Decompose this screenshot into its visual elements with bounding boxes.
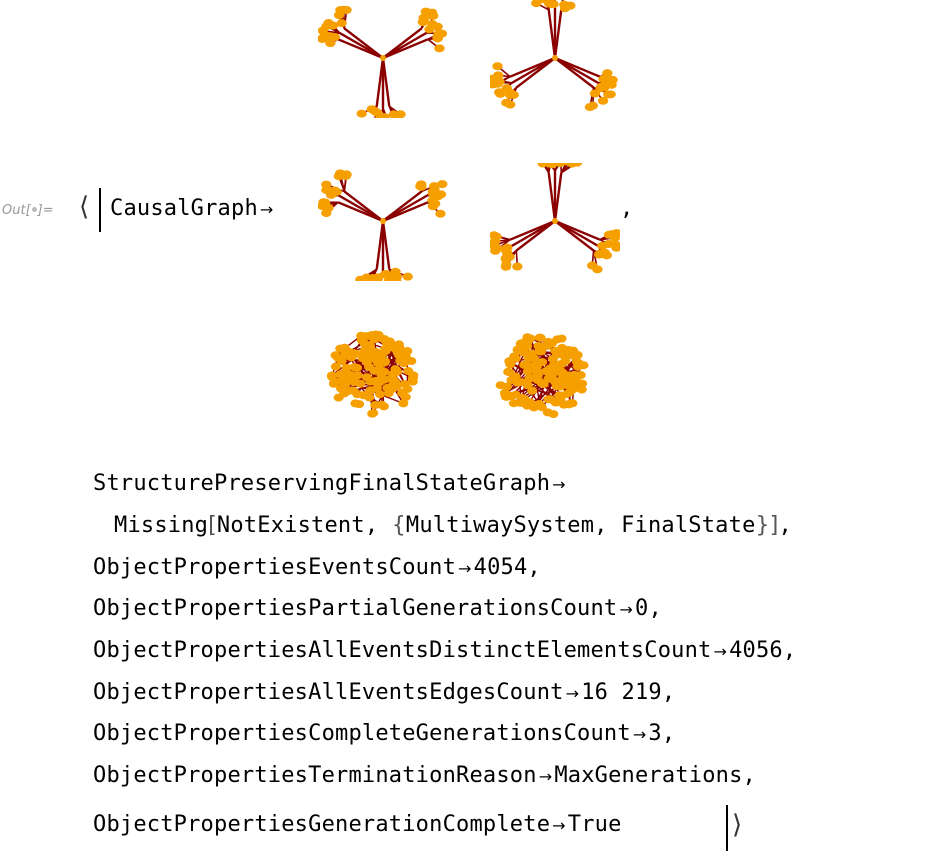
causal-graph-thumbnail-6[interactable] (488, 325, 598, 427)
association-close-bracket: ⟩ (732, 810, 743, 840)
missing-arg-3: FinalState (621, 513, 756, 538)
property-value: 4054 (473, 555, 528, 580)
property-edges-count: ObjectPropertiesAllEventsEdgesCount→16 2… (93, 680, 675, 705)
triskelion-graph-icon (318, 169, 448, 281)
property-key: ObjectPropertiesEventsCount (93, 555, 457, 580)
right-bracket: ] (769, 513, 779, 538)
rule-arrow: → (713, 642, 728, 661)
output-label: Out[ ]= (2, 203, 54, 218)
dense-cluster-graph-icon (326, 330, 419, 418)
comma: , (661, 680, 676, 705)
property-value: 0 (634, 596, 649, 621)
causal-graph-rule: CausalGraph→ (110, 196, 276, 221)
association-left-bar (99, 188, 101, 232)
causal-graph-thumbnail-2[interactable] (490, 0, 620, 118)
property-key: ObjectPropertiesAllEventsDistinctElement… (93, 638, 712, 663)
property-key: ObjectPropertiesAllEventsEdgesCount (93, 680, 564, 705)
comma: , (778, 513, 792, 538)
property-key: ObjectPropertiesCompleteGenerationsCount (93, 721, 631, 746)
missing-arg-2: MultiwaySystem, (405, 513, 608, 538)
property-generation-complete: ObjectPropertiesGenerationComplete→True (93, 812, 622, 837)
triskelion-graph-icon (490, 0, 618, 112)
property-missing-value: Missing[NotExistent, {MultiwaySystem, Fi… (114, 513, 792, 538)
rule-arrow: → (552, 816, 566, 835)
property-events-count: ObjectPropertiesEventsCount→4054, (93, 555, 541, 580)
cell-dot-icon (31, 207, 37, 212)
property-distinct-elements-count: ObjectPropertiesAllEventsDistinctElement… (93, 638, 796, 663)
property-key: StructurePreservingFinalStateGraph (93, 471, 551, 496)
comma: , (742, 763, 756, 788)
right-brace: } (755, 513, 770, 538)
property-value: 3 (648, 721, 662, 746)
property-key: ObjectPropertiesTerminationReason (93, 763, 537, 788)
causal-graph-comma: , (620, 196, 634, 221)
causal-graph-thumbnail-5[interactable] (318, 325, 428, 427)
property-value: 16 219 (581, 680, 662, 705)
property-key: ObjectPropertiesPartialGenerationsCount (93, 596, 618, 621)
property-structure-preserving: StructurePreservingFinalStateGraph→ (93, 471, 568, 496)
comma: , (782, 638, 797, 663)
rule-arrow: → (619, 600, 633, 619)
property-partial-generations-count: ObjectPropertiesPartialGenerationsCount→… (93, 596, 662, 621)
rule-arrow: → (552, 475, 566, 494)
causal-graph-thumbnail-3[interactable] (318, 163, 448, 281)
missing-head: Missing (114, 513, 209, 538)
triskelion-graph-icon (318, 5, 448, 118)
comma: , (648, 596, 662, 621)
rule-arrow: → (259, 200, 274, 219)
missing-arg-1: NotExistent, (216, 513, 379, 538)
property-complete-generations-count: ObjectPropertiesCompleteGenerationsCount… (93, 721, 675, 746)
property-value: MaxGenerations (554, 763, 743, 788)
causal-graph-thumbnail-4[interactable] (490, 163, 620, 281)
property-termination-reason: ObjectPropertiesTerminationReason→MaxGen… (93, 763, 756, 788)
property-value: True (567, 812, 622, 837)
rule-arrow: → (538, 767, 553, 786)
left-brace: { (391, 513, 406, 538)
comma: , (661, 721, 676, 746)
causal-graph-thumbnail-1[interactable] (318, 0, 448, 118)
property-value: 4056 (729, 638, 783, 663)
output-label-suffix: ]= (37, 203, 54, 218)
comma: , (527, 555, 541, 580)
rule-arrow: → (632, 725, 647, 744)
dense-cluster-graph-icon (495, 333, 589, 419)
rule-arrow: → (458, 559, 472, 578)
output-label-prefix: Out[ (2, 203, 31, 218)
association-right-bar (726, 805, 728, 851)
property-key: ObjectPropertiesGenerationComplete (93, 812, 551, 837)
causal-graph-key: CausalGraph (110, 196, 258, 221)
triskelion-graph-icon (490, 163, 620, 274)
association-open-bracket: ⟨ (79, 192, 90, 222)
left-bracket: [ (208, 513, 217, 538)
rule-arrow: → (565, 684, 580, 703)
